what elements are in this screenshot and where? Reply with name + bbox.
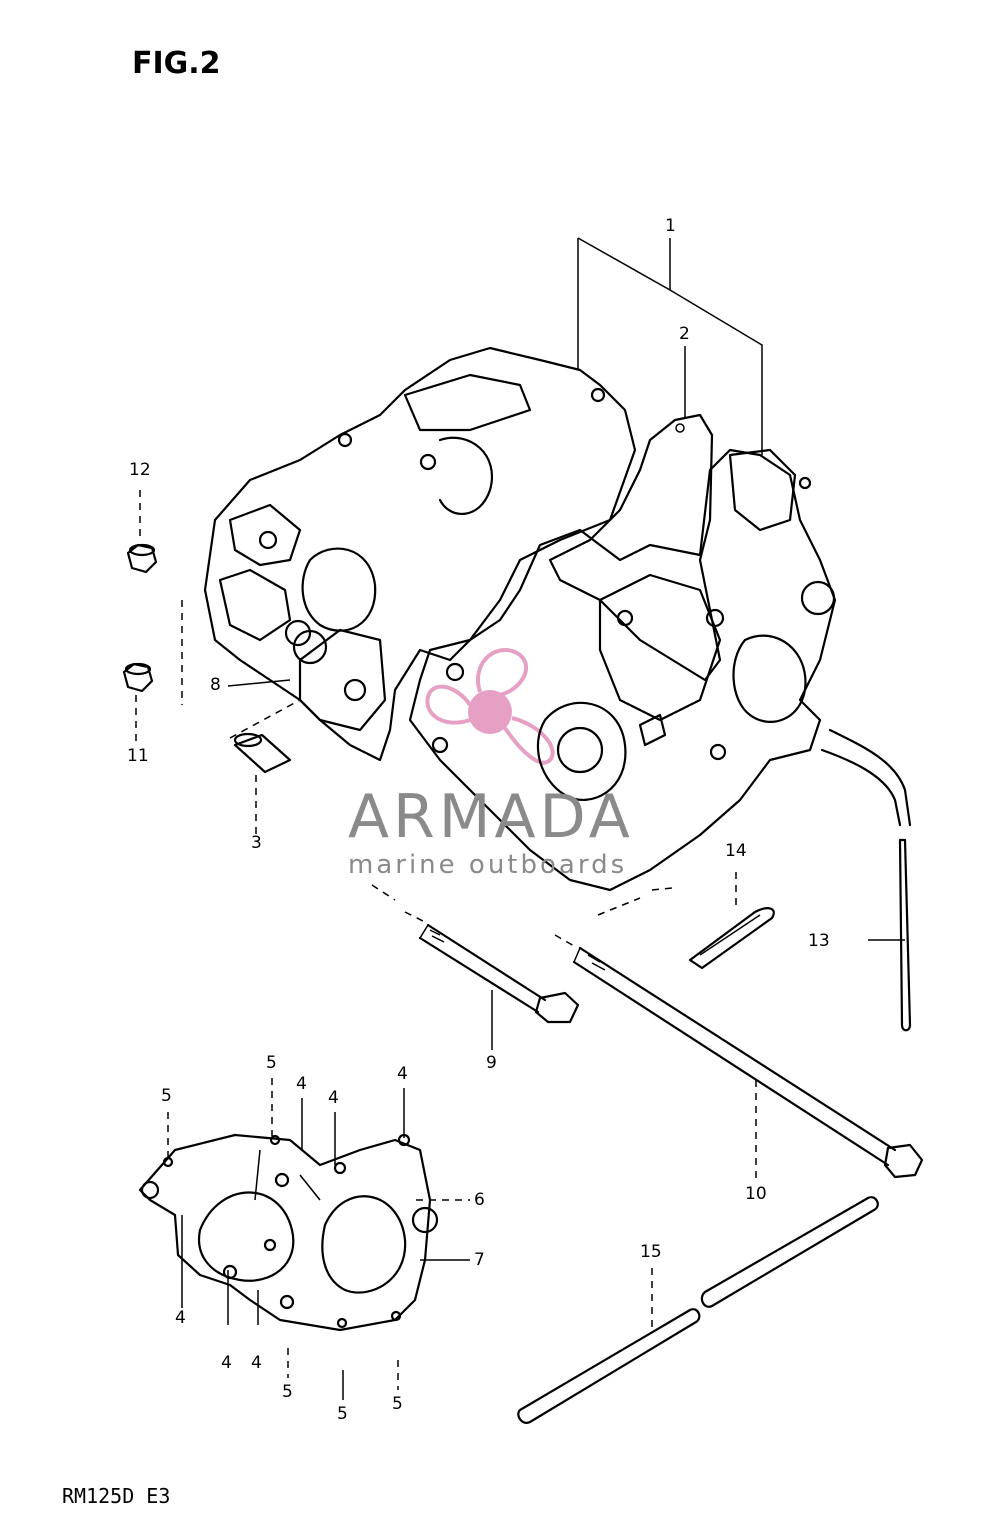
nut-set xyxy=(122,490,183,745)
callout-14: 14 xyxy=(725,841,747,861)
callout-3: 3 xyxy=(251,833,262,853)
callout-13: 13 xyxy=(808,931,830,951)
callout-5-b: 5 xyxy=(266,1053,277,1073)
callout-5-c: 5 xyxy=(282,1382,293,1402)
callout-6: 6 xyxy=(474,1190,485,1210)
hose-clip xyxy=(688,872,775,970)
lower-cover-leaders xyxy=(167,1078,470,1400)
crankcase-bolt-long xyxy=(554,934,924,1180)
figure-title: FIG.2 xyxy=(132,46,221,81)
callout-4-f: 4 xyxy=(251,1353,262,1373)
callout-7: 7 xyxy=(474,1250,485,1270)
dowel-pipe xyxy=(517,1196,879,1424)
crankcase-set-leaders xyxy=(577,237,763,455)
watermark-propeller-logo xyxy=(425,648,555,765)
watermark-name: ARMADA xyxy=(348,782,634,852)
callout-4-c: 4 xyxy=(397,1064,408,1084)
callout-4-d: 4 xyxy=(175,1308,186,1328)
callout-11: 11 xyxy=(127,746,149,766)
callout-1: 1 xyxy=(665,216,676,236)
callout-8: 8 xyxy=(210,675,221,695)
oil-seal-leader xyxy=(227,679,291,687)
callout-15: 15 xyxy=(640,1242,662,1262)
crankcase-right-half xyxy=(408,448,837,892)
callout-10: 10 xyxy=(745,1184,767,1204)
crankcase-gasket xyxy=(548,413,722,682)
callout-9: 9 xyxy=(486,1053,497,1073)
crankcase-left-half xyxy=(203,346,637,762)
breather-hose xyxy=(820,728,912,1032)
dowel-pin xyxy=(229,699,301,835)
callout-12: 12 xyxy=(129,460,151,480)
crankcase-lower-cover xyxy=(138,1133,439,1332)
callout-5-a: 5 xyxy=(161,1086,172,1106)
exploded-view-guides xyxy=(371,884,673,916)
callout-4-b: 4 xyxy=(328,1088,339,1108)
callout-5-e: 5 xyxy=(392,1394,403,1414)
crankcase-bolt-short xyxy=(404,911,580,1050)
callout-4-a: 4 xyxy=(296,1074,307,1094)
callout-5-d: 5 xyxy=(337,1404,348,1424)
model-code: RM125D E3 xyxy=(62,1484,171,1508)
callout-2: 2 xyxy=(679,324,690,344)
watermark-tagline: marine outboards xyxy=(348,850,628,880)
callout-4-e: 4 xyxy=(221,1353,232,1373)
